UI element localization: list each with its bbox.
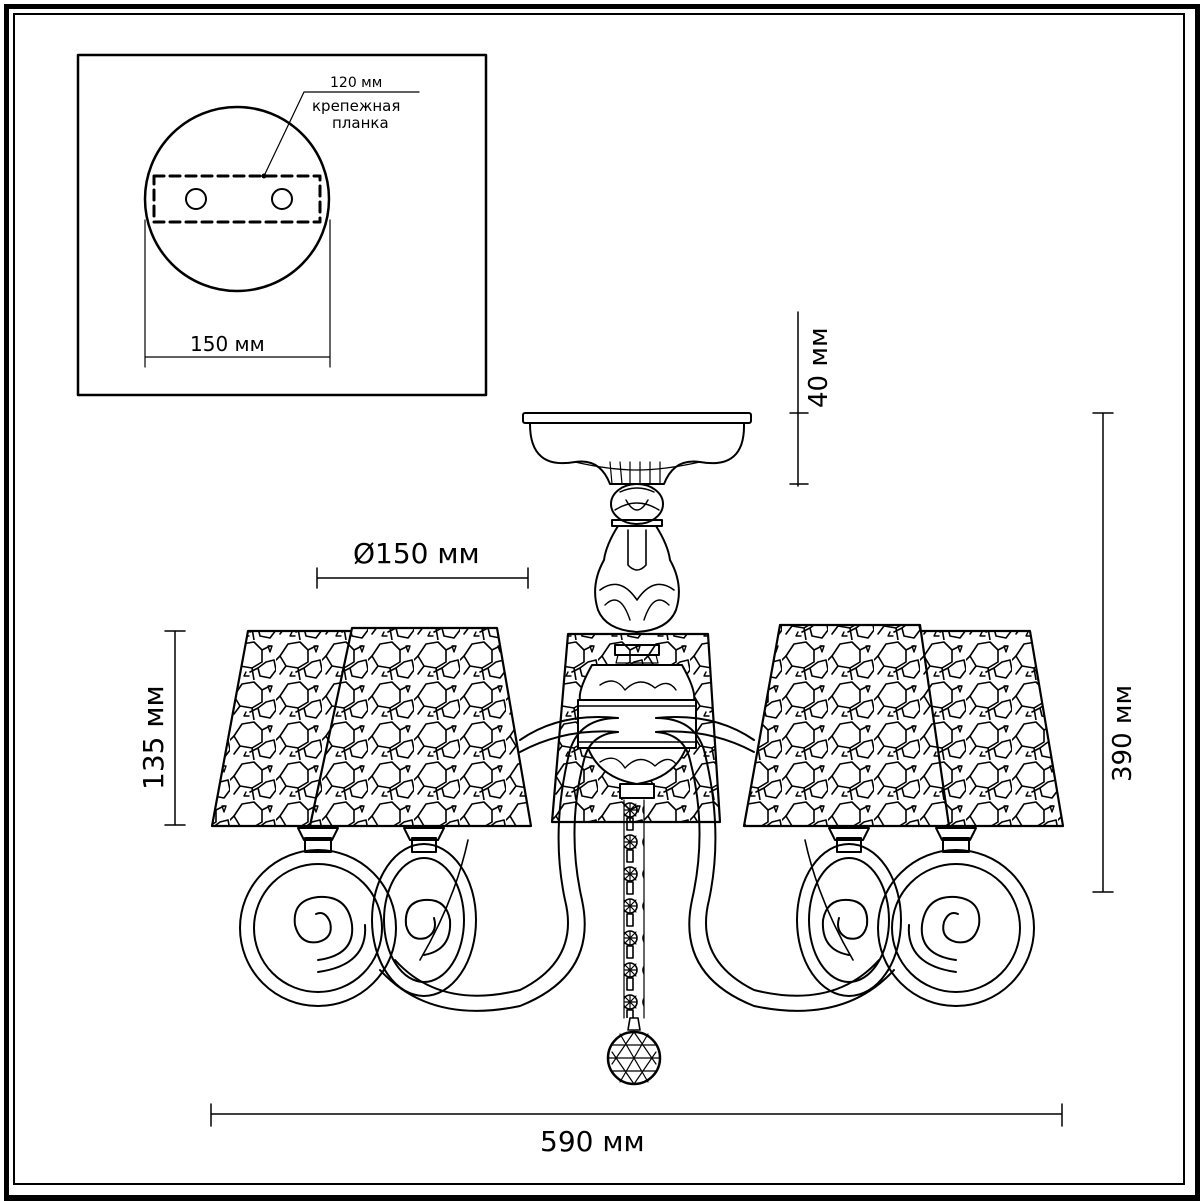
canopy-circle bbox=[143, 105, 331, 293]
lamp-shades bbox=[210, 623, 1065, 828]
shade-height-label: 135 мм bbox=[137, 685, 170, 790]
mount-plate-label-line2: планка bbox=[332, 114, 389, 132]
scroll-left-inner bbox=[371, 827, 477, 997]
total-height-label: 390 мм bbox=[1108, 684, 1138, 782]
mounting-bar bbox=[152, 174, 322, 224]
scroll-left-outer bbox=[239, 827, 397, 1007]
chandelier-arms bbox=[379, 715, 895, 1012]
total-width-label: 590 мм bbox=[540, 1125, 645, 1158]
inset-panel bbox=[76, 53, 488, 397]
shade-diameter-label: Ø150 мм bbox=[353, 537, 480, 570]
mount-plate-length-label: 120 мм bbox=[330, 75, 383, 91]
mount-plate-label-line1: крепежная bbox=[312, 97, 401, 115]
scroll-right-outer bbox=[877, 827, 1035, 1007]
drawing-border-inner bbox=[13, 13, 1185, 1185]
canopy-height-label: 40 мм bbox=[804, 327, 834, 408]
center-body bbox=[577, 664, 697, 799]
crystal-pendant bbox=[606, 799, 662, 1086]
scroll-right-inner bbox=[796, 827, 902, 997]
dimension-lines bbox=[164, 311, 1114, 1127]
canopy-diameter-label: 150 мм bbox=[190, 332, 265, 356]
ceiling-canopy bbox=[522, 412, 752, 485]
drawing-border-outer bbox=[4, 4, 1200, 1201]
